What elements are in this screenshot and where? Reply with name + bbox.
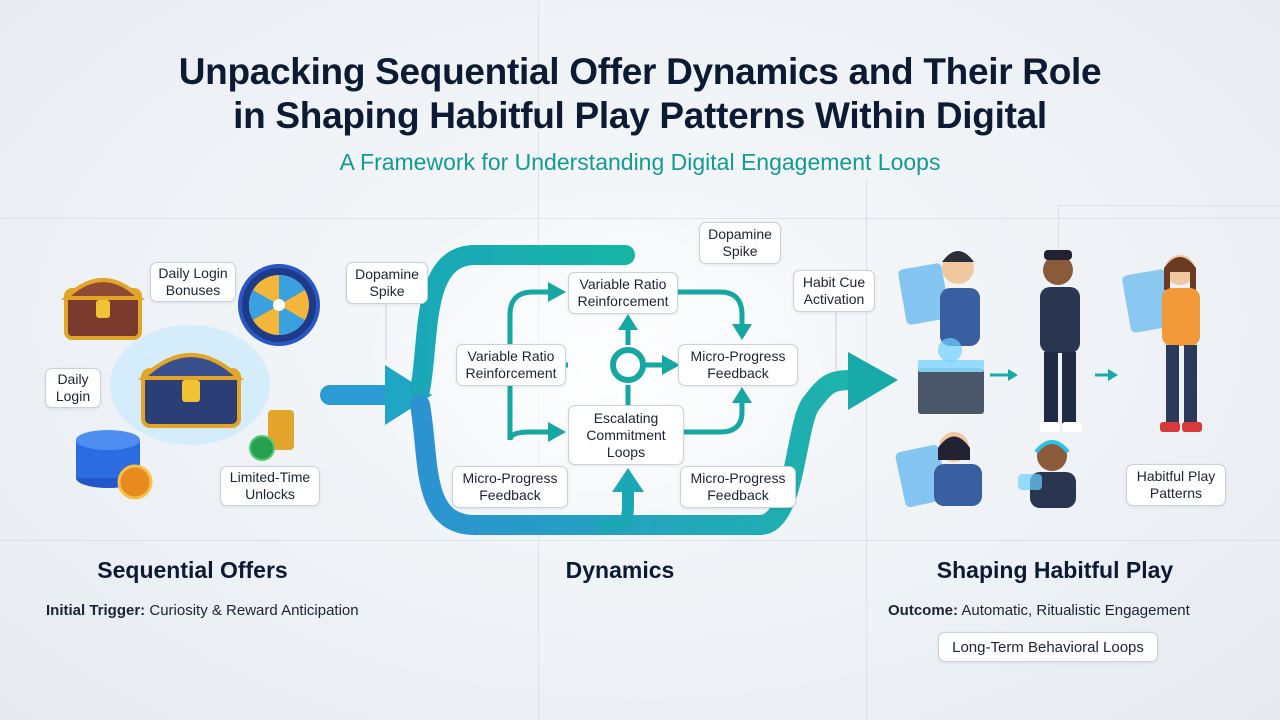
title-line-1: Unpacking Sequential Offer Dynamics and … (178, 51, 1102, 92)
label-variable-ratio-left: Variable Ratio Reinforcement (456, 344, 566, 386)
caption-outcome-value: Automatic, Ritualistic Engagement (961, 602, 1190, 619)
page-title: Unpacking Sequential Offer Dynamics and … (0, 50, 1280, 138)
label-micro-progress-right: Micro-Progress Feedback (678, 344, 798, 386)
grid-line (866, 180, 867, 720)
person-arrowhead (1008, 369, 1018, 381)
section-title-shaping-habitful-play: Shaping Habitful Play (936, 557, 1174, 583)
label-micro-progress-bottom-left: Micro-Progress Feedback (452, 466, 568, 508)
caption-initial-trigger-value: Curiosity & Reward Anticipation (149, 602, 359, 619)
label-limited-time-unlocks: Limited-Time Unlocks (220, 466, 320, 506)
label-daily-login: Daily Login (45, 368, 101, 408)
treasure-chest-icon (61, 278, 145, 340)
inner-arrowheads (548, 282, 752, 442)
inner-up-arrowhead (612, 468, 644, 492)
label-long-term-behavioral-loops: Long-Term Behavioral Loops (938, 632, 1158, 662)
caption-initial-trigger-key: Initial Trigger: (46, 602, 146, 619)
entry-arrowhead (385, 365, 432, 425)
label-daily-login-bonuses: Daily Login Bonuses (150, 262, 236, 302)
inner-up-line (600, 490, 634, 531)
grid-line (1058, 205, 1280, 206)
caption-initial-trigger: Initial Trigger: Curiosity & Reward Anti… (46, 602, 359, 619)
label-habitful-play-patterns: Habitful Play Patterns (1126, 464, 1226, 506)
person-reading-icon (895, 432, 982, 508)
glowing-chest-icon (138, 353, 244, 428)
caption-outcome: Outcome: Automatic, Ritualistic Engageme… (888, 602, 1190, 619)
label-dopamine-spike-top: Dopamine Spike (699, 222, 781, 264)
section-title-sequential-offers: Sequential Offers (97, 557, 288, 583)
label-micro-progress-bottom-right: Micro-Progress Feedback (680, 466, 796, 508)
title-line-2: in Shaping Habitful Play Patterns Within… (233, 95, 1047, 136)
outer-loop-bottom (410, 370, 860, 535)
person-standing-icon (1040, 250, 1082, 432)
label-variable-ratio-top: Variable Ratio Reinforcement (568, 272, 678, 314)
label-habit-cue-activation: Habit Cue Activation (793, 270, 875, 312)
page-subtitle: A Framework for Understanding Digital En… (339, 149, 941, 175)
person-phone-icon (1122, 255, 1202, 432)
gift-box-icon (918, 338, 984, 414)
label-escalating-commitment: Escalating Commitment Loops (568, 405, 684, 465)
person-gaming-icon (1018, 440, 1076, 508)
spin-wheel-icon (238, 264, 320, 346)
caption-outcome-key: Outcome: (888, 602, 959, 619)
outer-loop-top (410, 245, 635, 400)
gold-coins-icon (249, 410, 294, 461)
section-title-dynamics: Dynamics (565, 557, 675, 583)
person-tablet-icon (898, 251, 980, 346)
coin-stack-icon (76, 430, 153, 500)
person-arrowhead (1108, 369, 1118, 381)
exit-arrowhead (848, 352, 898, 410)
label-dopamine-spike-left: Dopamine Spike (346, 262, 428, 304)
